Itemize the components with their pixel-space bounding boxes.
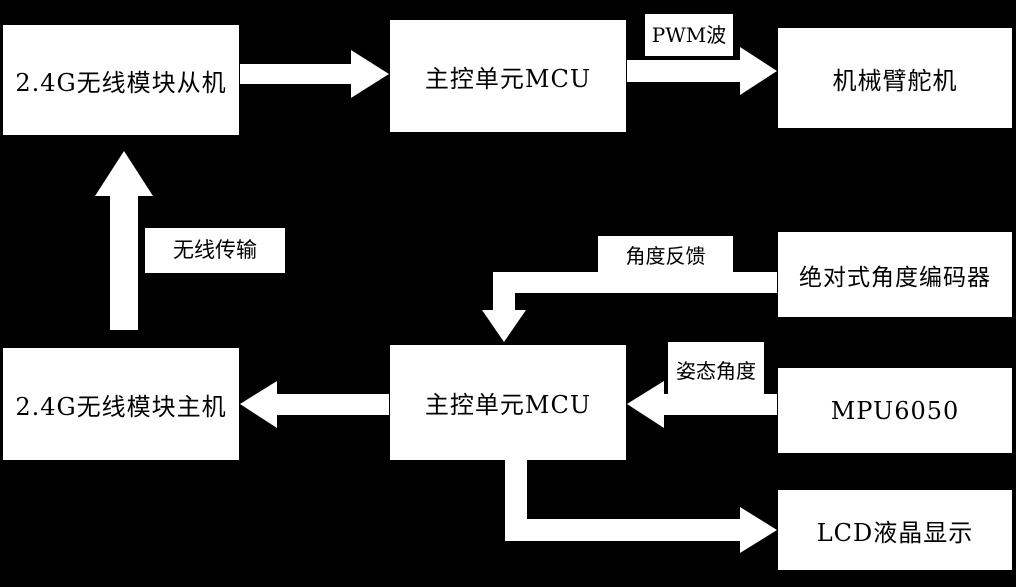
arrow-mcu-bottom-to-master-icon <box>240 381 389 428</box>
node-encoder: 绝对式角度编码器 <box>778 232 1012 317</box>
edge-label-wireless: 无线传输 <box>145 228 285 273</box>
arrow-encoder-to-mcu-bottom-icon <box>482 272 777 342</box>
node-servo: 机械臂舵机 <box>778 28 1012 128</box>
edge-label-pwm: PWM波 <box>645 14 733 56</box>
node-mcu-bottom: 主控单元MCU <box>390 345 626 460</box>
node-slave-module: 2.4G无线模块从机 <box>3 25 239 135</box>
arrow-mcu-bottom-to-lcd-icon <box>505 460 777 553</box>
arrow-slave-to-mcu-top-icon <box>240 50 389 98</box>
edge-label-angle-feedback: 角度反馈 <box>598 236 733 276</box>
node-mcu-top: 主控单元MCU <box>390 20 626 132</box>
node-master-module: 2.4G无线模块主机 <box>3 348 239 460</box>
node-lcd: LCD液晶显示 <box>778 490 1012 570</box>
node-mpu6050: MPU6050 <box>778 368 1012 453</box>
edge-label-attitude: 姿态角度 <box>668 342 764 400</box>
